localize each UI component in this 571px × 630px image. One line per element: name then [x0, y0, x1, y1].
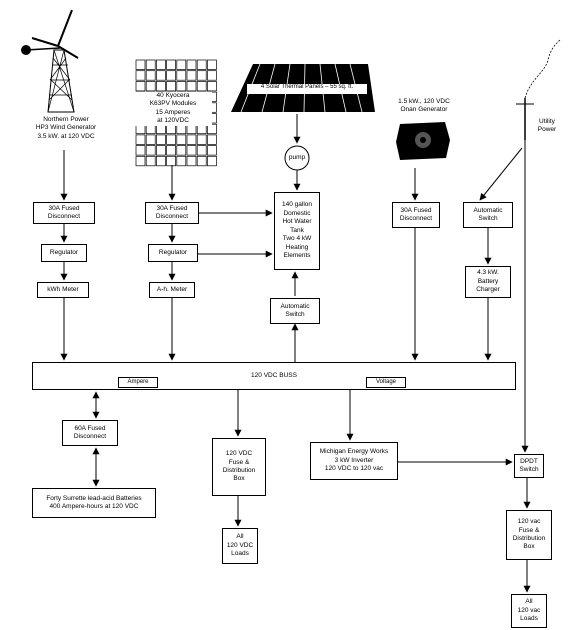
pv-module-icon: [156, 81, 166, 92]
pv-module-icon: [196, 145, 207, 156]
pv-module-icon: [186, 134, 197, 145]
kwh-meter: kWh Meter: [37, 282, 89, 298]
pv-module-icon: [207, 59, 217, 70]
pv-module-icon: [145, 59, 156, 70]
pv-module-icon: [186, 145, 197, 156]
pv-module-icon: [166, 155, 176, 167]
pump-label: pump: [288, 154, 306, 161]
pv-module-icon: [166, 59, 176, 70]
pv-module-icon: [176, 81, 187, 92]
wind-turbine-icon: [21, 9, 79, 113]
battery-charger: 4.3 kW. Battery Charger: [465, 266, 511, 298]
wind-generator-label: Northern Power HP3 Wind Generator 3.5 kW…: [35, 116, 97, 140]
battery-bank: Forty Surrette lead-acid Batteries 400 A…: [32, 488, 156, 518]
pv-module-icon: [135, 155, 146, 167]
pv-module-icon: [186, 70, 197, 81]
pv-module-icon: [156, 134, 166, 145]
utility-automatic-switch: Automatic Switch: [463, 202, 513, 228]
hot-water-tank: 140 gallon Domestic Hot Water Tank Two 4…: [274, 192, 320, 270]
pv-module-icon: [207, 81, 217, 92]
pv-module-icon: [186, 155, 197, 167]
pv-module-icon: [176, 155, 187, 167]
generator-fused-disconnect: 30A Fused Disconnect: [392, 202, 440, 228]
pv-module-icon: [135, 81, 146, 92]
pv-module-icon: [156, 155, 166, 167]
utility-power-label: Utility Power: [537, 118, 557, 134]
battery-fused-disconnect: 60A Fused Disconnect: [62, 420, 118, 446]
voltmeter: Voltage: [366, 377, 406, 388]
wind-regulator: Regulator: [41, 244, 87, 262]
pv-module-icon: [135, 59, 146, 70]
wind-fused-disconnect: 30A Fused Disconnect: [33, 202, 95, 224]
pv-module-icon: [186, 81, 197, 92]
dc-buss: 120 VDC BUSS: [32, 362, 516, 390]
pv-module-icon: [135, 134, 146, 145]
generator-label: 1.5 kW., 120 VDC Onan Generator: [398, 98, 450, 114]
ac-distribution-box: 120 vac Fuse & Distribution Box: [506, 510, 552, 560]
pv-module-icon: [156, 145, 166, 156]
utility-pole-icon: [516, 39, 561, 140]
pv-fused-disconnect: 30A Fused Disconnect: [145, 202, 199, 224]
pv-module-icon: [196, 59, 207, 70]
ac-loads: All 120 vac Loads: [511, 594, 547, 628]
pv-module-icon: [207, 134, 217, 145]
pv-module-icon: [135, 70, 146, 81]
pv-module-icon: [196, 155, 207, 167]
inverter: Michigan Energy Works 3 kW Inverter 120 …: [310, 442, 398, 480]
pv-module-icon: [166, 145, 176, 156]
pv-modules-label: 40 Kyocera K63PV Modules 15 Amperes at 1…: [134, 92, 212, 126]
pv-module-icon: [196, 134, 207, 145]
dc-buss-label: 120 VDC BUSS: [251, 371, 297, 379]
pv-module-icon: [166, 134, 176, 145]
pv-module-icon: [166, 81, 176, 92]
pv-module-icon: [196, 70, 207, 81]
pv-module-icon: [145, 155, 156, 167]
pv-module-icon: [176, 59, 187, 70]
pv-module-icon: [166, 70, 176, 81]
pv-module-icon: [207, 145, 217, 156]
pv-regulator: Regulator: [148, 244, 198, 262]
tank-automatic-switch: Automatic Switch: [270, 298, 320, 324]
dc-loads: All 120 VDC Loads: [222, 528, 258, 564]
dc-distribution-box: 120 VDC Fuse & Distribution Box: [212, 438, 266, 496]
pv-module-icon: [145, 70, 156, 81]
pv-module-icon: [156, 59, 166, 70]
ah-meter: A-h. Meter: [149, 282, 195, 298]
pv-module-icon: [156, 70, 166, 81]
pv-module-icon: [196, 81, 207, 92]
pv-module-icon: [176, 134, 187, 145]
pv-module-icon: [176, 70, 187, 81]
pv-module-icon: [145, 81, 156, 92]
pv-module-icon: [145, 134, 156, 145]
solar-thermal-panel-icon: [231, 63, 375, 113]
pv-module-icon: [207, 155, 217, 167]
generator-icon: [396, 122, 450, 160]
pv-module-icon: [176, 145, 187, 156]
pv-module-icon: [186, 59, 197, 70]
thermal-panels-label: 4 Solar Thermal Panels – 55 sq. ft.: [260, 84, 354, 90]
pv-module-icon: [135, 145, 146, 156]
connection-lines: [60, 114, 531, 593]
ammeter: Ampere: [118, 377, 158, 388]
pv-module-icon: [207, 70, 217, 81]
pv-module-icon: [145, 145, 156, 156]
dpdt-switch: DPDT Switch: [514, 454, 544, 478]
